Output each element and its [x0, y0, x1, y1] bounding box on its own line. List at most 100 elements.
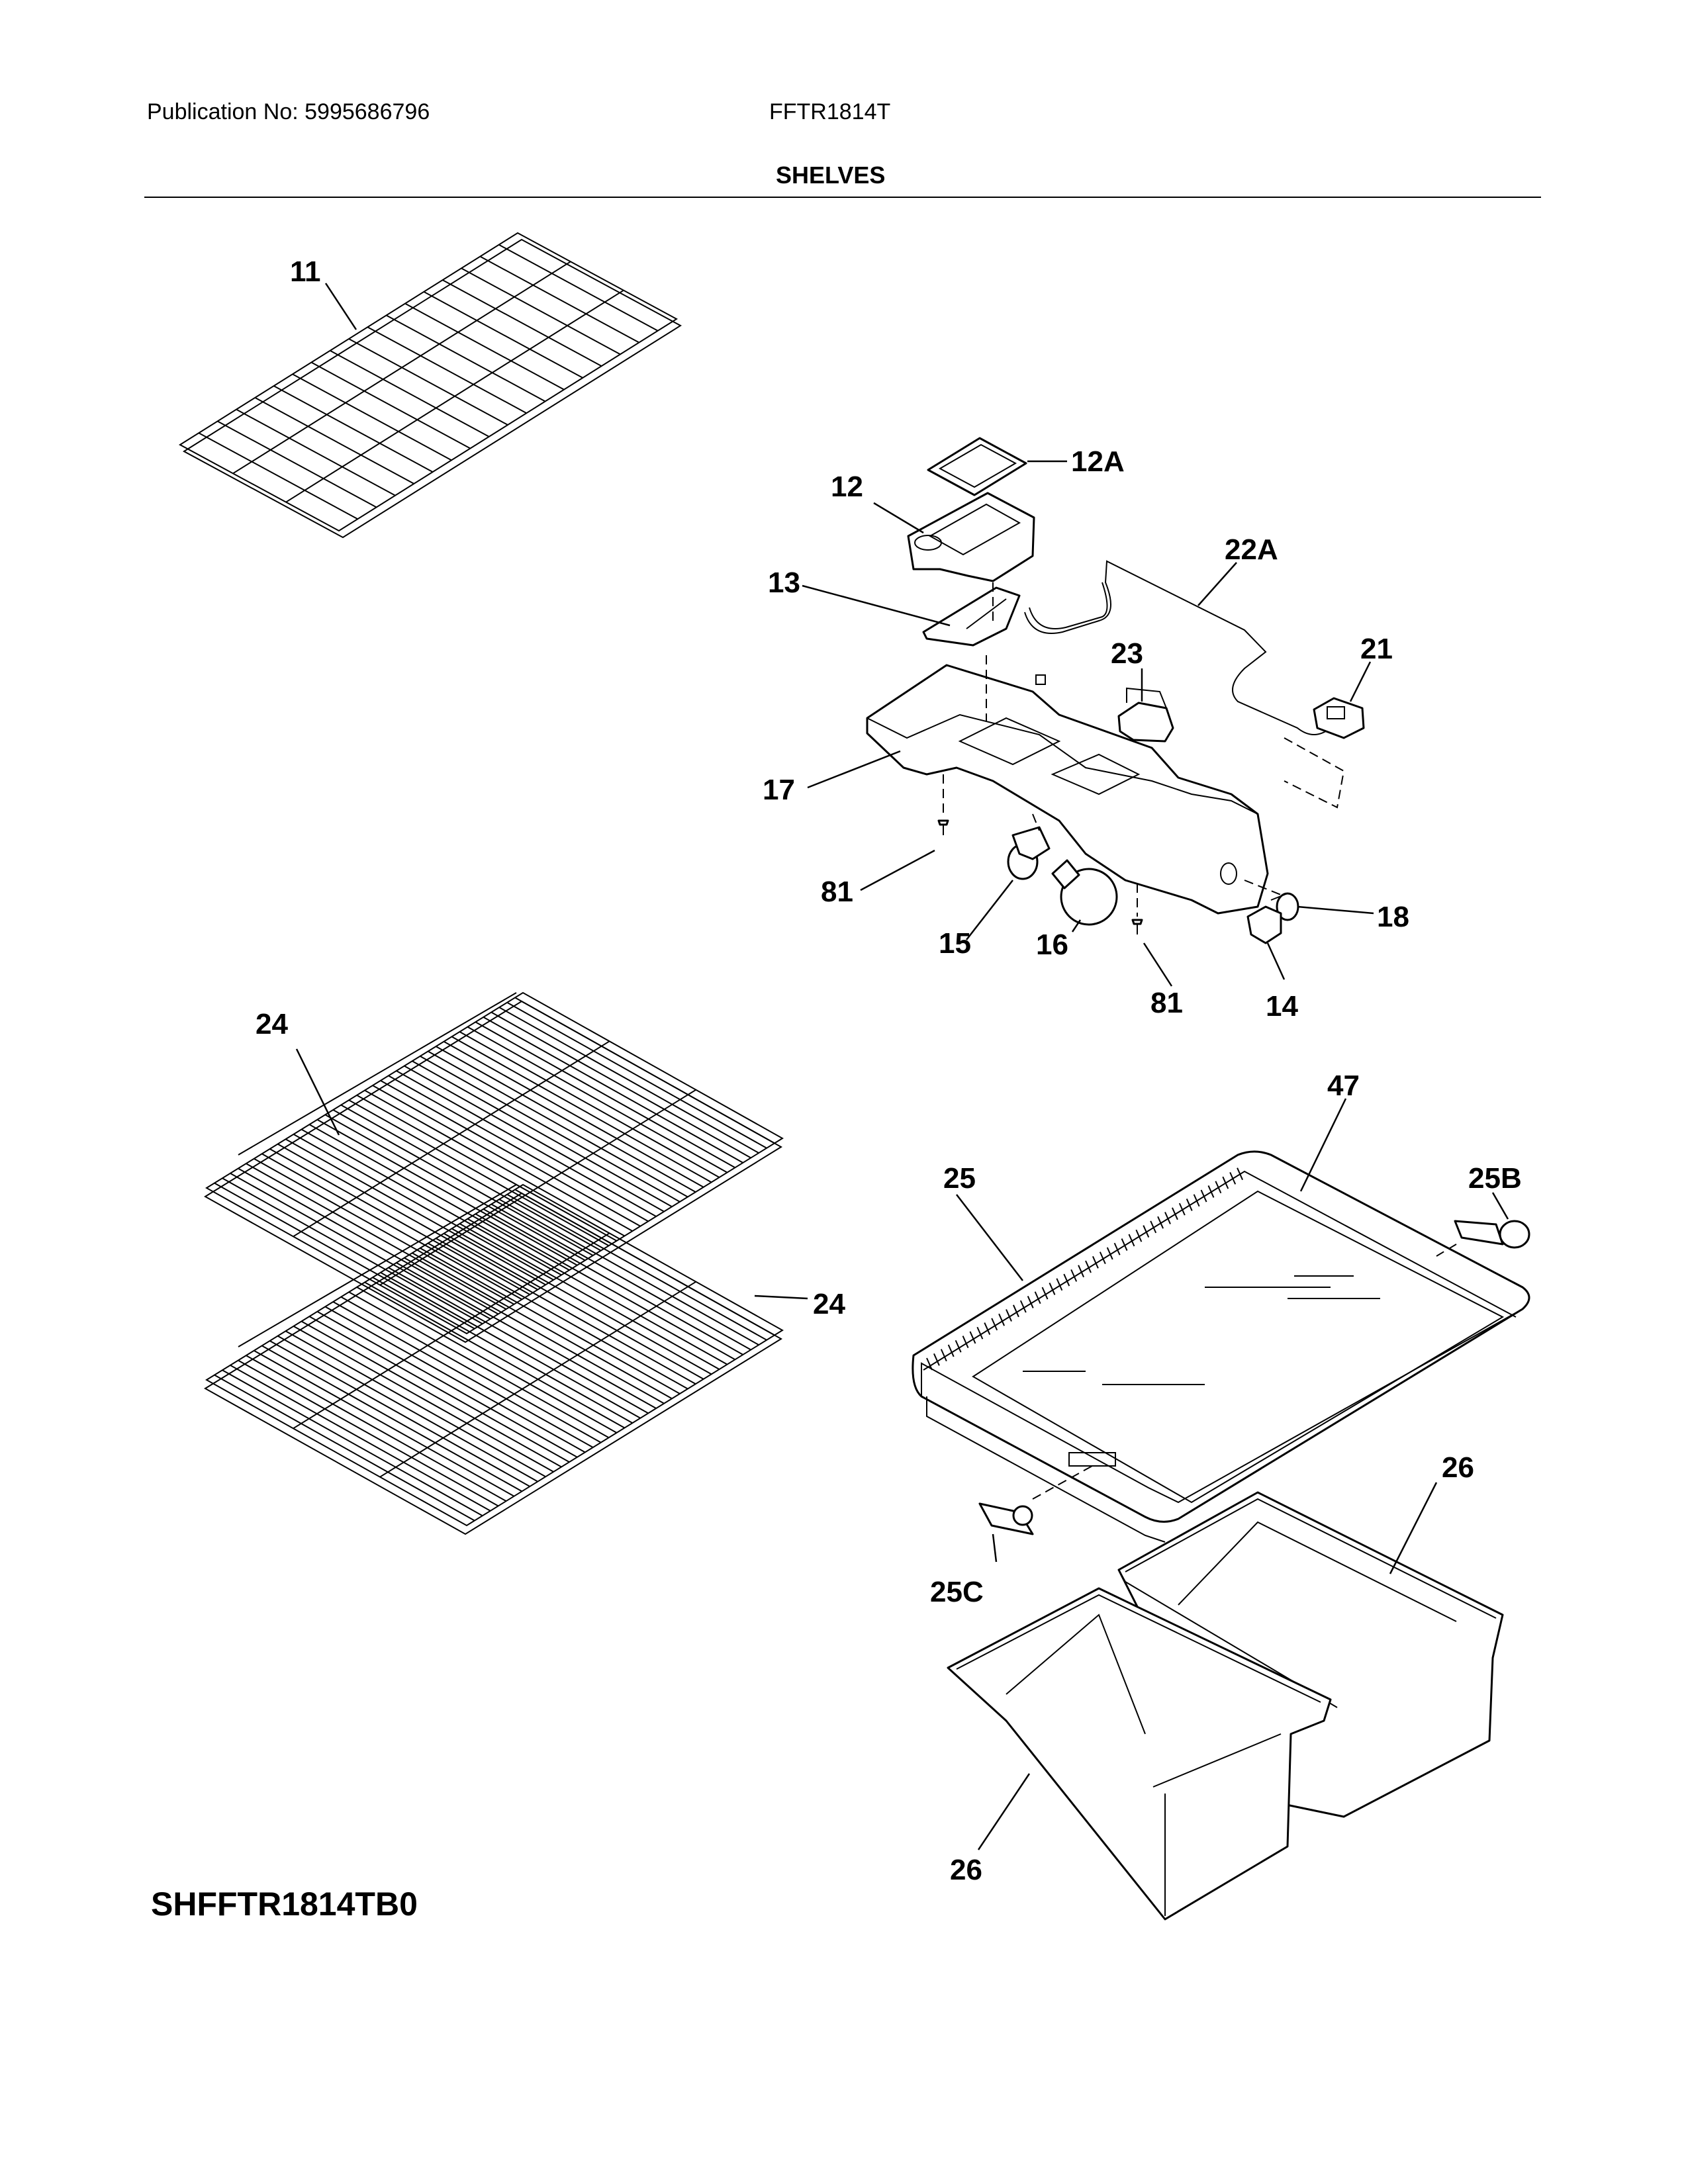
shelf-wire: [461, 267, 621, 355]
lamp-socket: [1007, 826, 1051, 880]
cover-vent-slot: [1092, 1255, 1099, 1269]
callout-25c: 25C: [930, 1576, 984, 1608]
shelf-wire: [246, 1163, 507, 1310]
cover-vent-slot: [1012, 1304, 1019, 1318]
shelf-wire: [396, 1070, 657, 1217]
callout-24-lower: 24: [813, 1288, 845, 1320]
shelf-wire: [420, 1056, 680, 1203]
shelf-wire: [459, 1031, 720, 1178]
screw-81-left: [937, 819, 949, 835]
cover-vent-slot: [1135, 1229, 1143, 1242]
cover-vent-slot: [1113, 1242, 1121, 1255]
callout-26-right: 26: [1442, 1451, 1474, 1484]
cover-vent-slot: [991, 1318, 998, 1331]
model-number: FFTR1814T: [769, 99, 891, 124]
shelf-wire: [301, 1128, 562, 1276]
cover-vent-slot: [1215, 1181, 1222, 1194]
cover-vent-slot: [1164, 1212, 1171, 1224]
cover-vent-slot: [1229, 1171, 1237, 1185]
thermostat: [1313, 697, 1365, 739]
shelf-wire: [285, 1138, 546, 1286]
shelf-wire: [396, 1262, 657, 1409]
callout-26-left: 26: [950, 1854, 982, 1886]
shelf-rail: [285, 289, 624, 503]
cover-vent-slot: [969, 1331, 976, 1344]
shelf-wire: [261, 1345, 522, 1492]
shelf-wire: [386, 314, 546, 402]
shelf-wire: [293, 1326, 554, 1473]
shelf-wire: [348, 1291, 610, 1439]
callout-15: 15: [939, 927, 971, 960]
shelf-wire: [308, 1316, 570, 1463]
shelf-wire: [332, 1109, 594, 1256]
callout-81-left: 81: [821, 876, 853, 908]
cover-vent-slot: [1049, 1283, 1056, 1295]
leader-lines: [295, 283, 1509, 1850]
callout-labels: 11 12A 12 22A 13 23 21 17 81 15 16 18 81…: [256, 255, 1522, 1886]
shelf-rail: [379, 1281, 696, 1478]
shelf-wire: [310, 361, 471, 449]
callout-13: 13: [768, 567, 800, 599]
shelf-wire: [367, 326, 527, 414]
shelf-wire: [388, 1075, 649, 1222]
header-rule: [144, 197, 1541, 198]
shelf-wire: [316, 1118, 578, 1266]
shelf-wire: [316, 1310, 578, 1458]
shelf-wire: [491, 1203, 751, 1351]
shelf-wire: [412, 1060, 673, 1208]
shelf-rail: [293, 1232, 610, 1430]
shelf-wire: [467, 1218, 728, 1365]
light-housing-assembly: [866, 437, 1365, 944]
shelf-wire: [238, 1359, 499, 1507]
cover-vent-slot: [1099, 1251, 1106, 1265]
cover-vent-slot: [1106, 1247, 1113, 1260]
shelf-wire: [483, 1208, 743, 1355]
cover-vent-slot: [984, 1322, 991, 1335]
crisper-glass-insert: [972, 1190, 1505, 1504]
callout-18: 18: [1377, 901, 1409, 933]
cover-vent-slot: [1128, 1234, 1135, 1247]
cover-vent-slot: [1171, 1207, 1178, 1220]
light-switch-14: [1246, 905, 1282, 944]
callout-22a: 22A: [1225, 533, 1278, 566]
shelf-wire: [444, 1040, 704, 1188]
refrigerator-wire-shelf-lower: [204, 1183, 784, 1535]
cover-vent-slot: [1063, 1273, 1070, 1287]
shelf-wire: [230, 1173, 491, 1320]
shelf-wire: [404, 302, 565, 390]
air-filter: [927, 437, 1027, 496]
shelf-wire: [269, 1148, 530, 1295]
cover-vent-slot: [1200, 1189, 1207, 1203]
shelf-wire: [451, 1036, 712, 1183]
light-switch-23: [1117, 687, 1174, 743]
wire-harness: [1024, 560, 1331, 735]
light-bulb: [1051, 859, 1118, 926]
callout-81-right: 81: [1150, 987, 1183, 1019]
shelf-wire: [230, 1365, 491, 1512]
cover-vent-slot: [933, 1353, 940, 1366]
filter-housing: [907, 492, 1035, 582]
shelf-wire: [214, 1182, 475, 1330]
cover-vent-slot: [1157, 1216, 1164, 1229]
damper-bracket: [922, 586, 1021, 647]
shelf-wire: [308, 1124, 570, 1271]
shelf-wire: [269, 1340, 530, 1487]
shelf-wire: [380, 1271, 641, 1419]
shelf-wire: [498, 244, 659, 332]
shelf-rail: [293, 1040, 610, 1238]
shelf-wire: [332, 1301, 594, 1448]
cover-vent-slot: [955, 1340, 962, 1353]
callout-24-upper: 24: [256, 1008, 288, 1040]
shelf-wire: [301, 1320, 562, 1468]
shelf-wire: [222, 1369, 483, 1517]
shelf-wire: [348, 338, 508, 426]
shelf-wire: [340, 1104, 602, 1251]
shelf-wire: [348, 1099, 610, 1247]
cover-vent-slot: [1085, 1260, 1092, 1273]
callout-23: 23: [1111, 637, 1143, 670]
shelf-wire: [261, 1153, 522, 1300]
shelf-wire: [254, 1349, 515, 1497]
cover-vent-slot: [1193, 1194, 1200, 1207]
cover-vent-slot: [962, 1336, 969, 1348]
